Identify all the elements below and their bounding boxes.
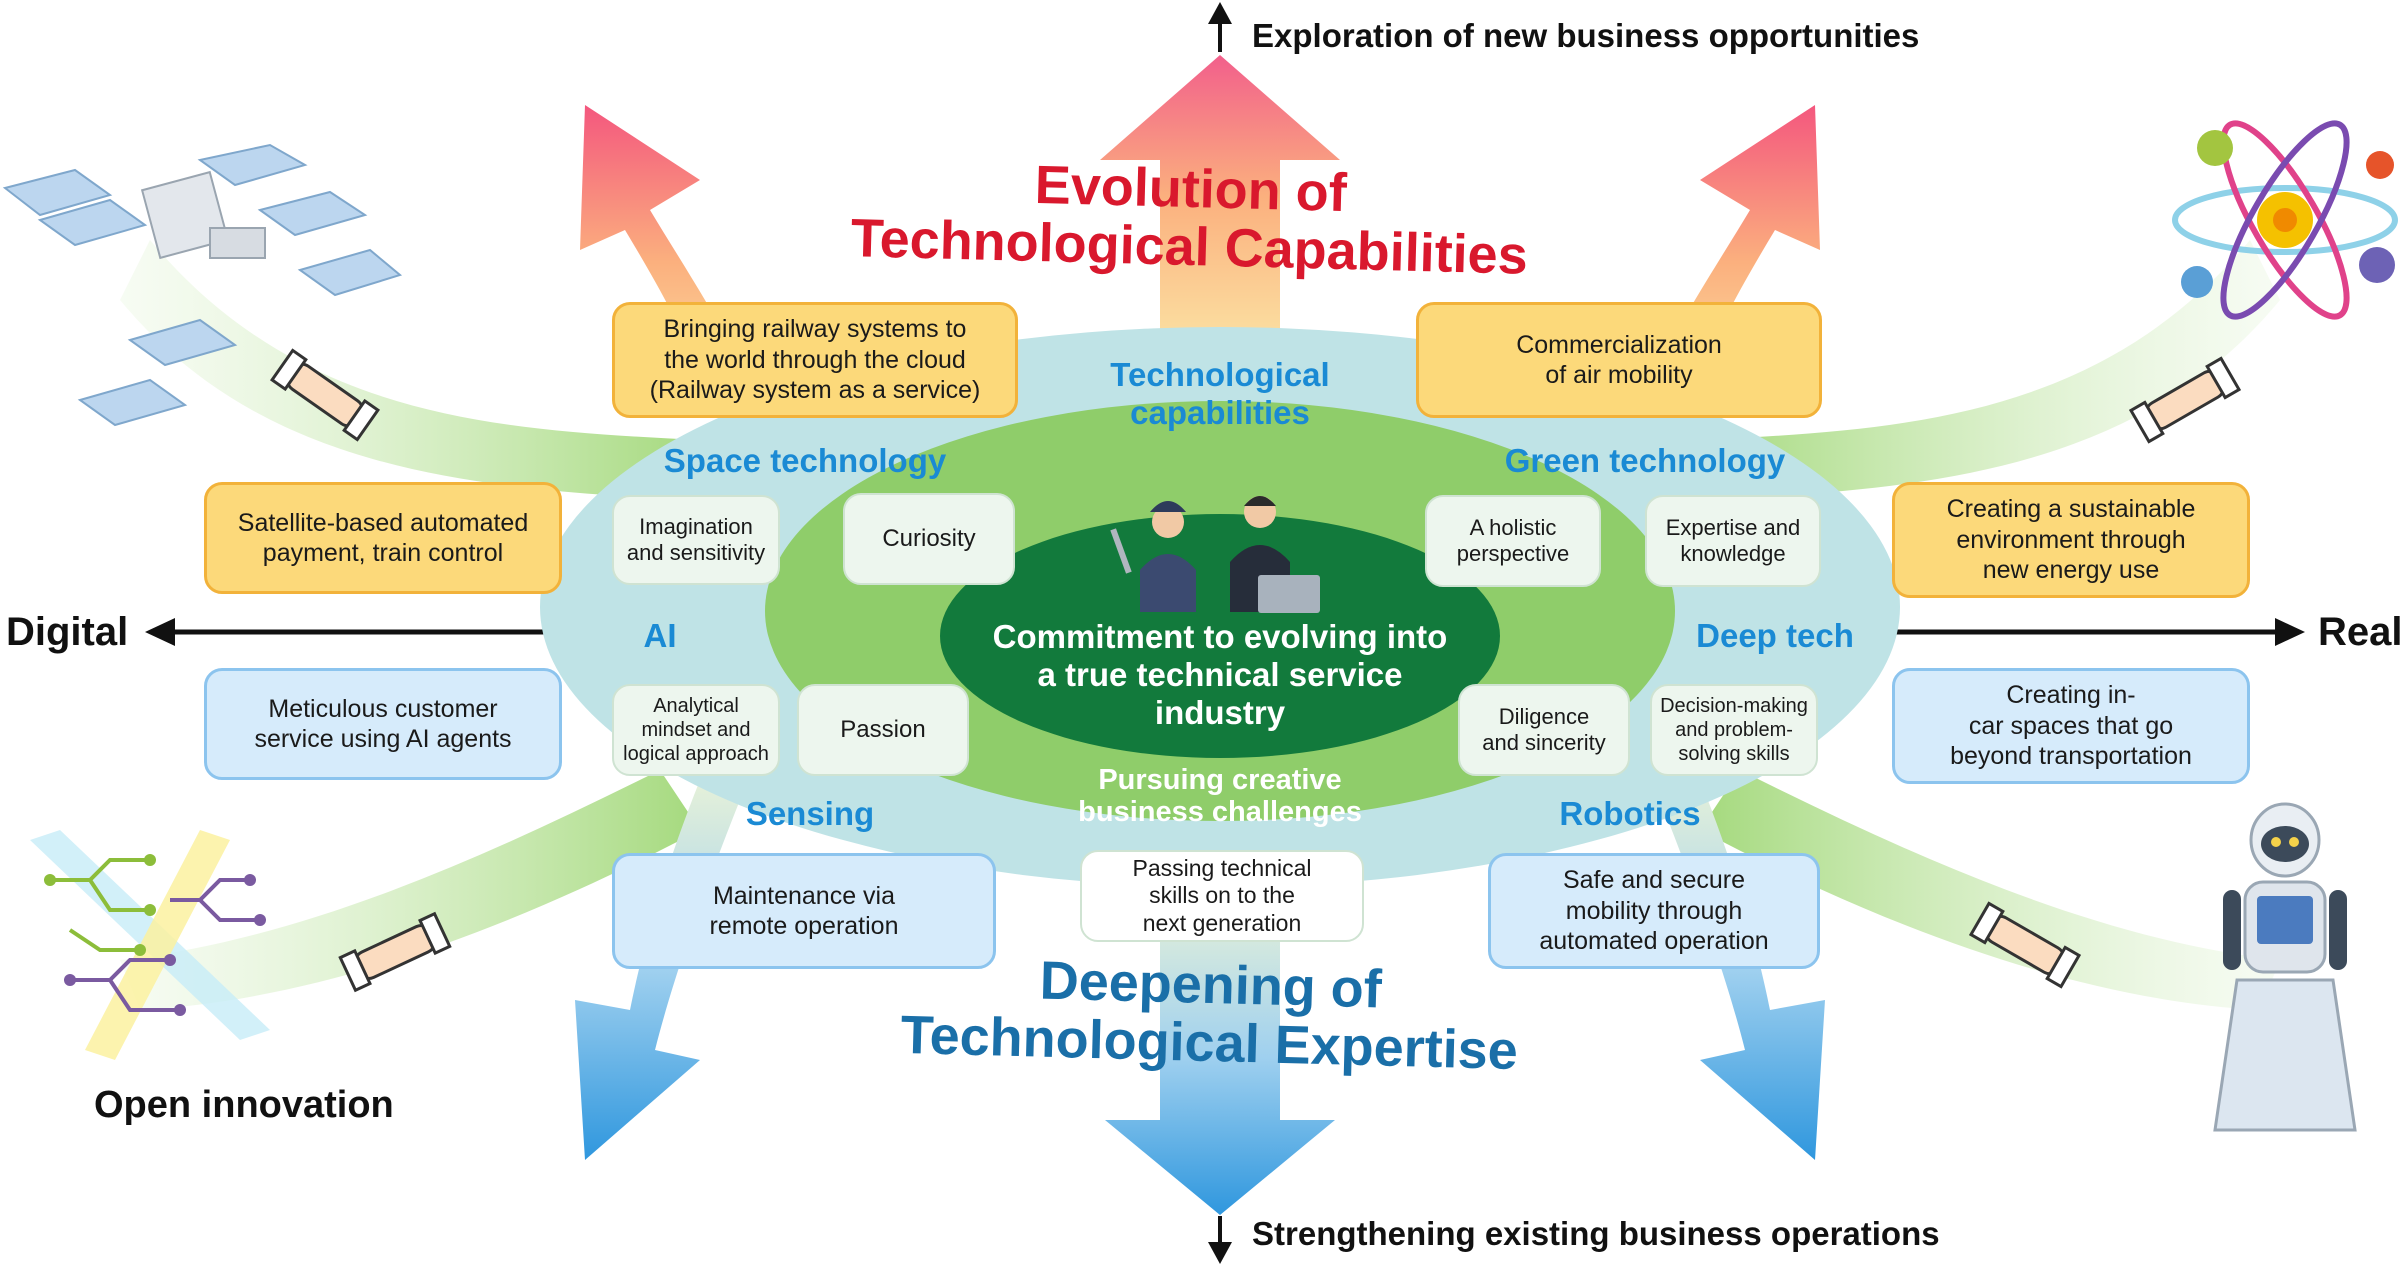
mindset-passion: Passion [797, 684, 969, 776]
engineer-icon [1110, 501, 1196, 612]
space-station-icon [2, 143, 403, 427]
tech-ai: AI [643, 617, 677, 654]
handshake-icon [2128, 356, 2242, 444]
tech-robotics: Robotics [1559, 795, 1701, 832]
innovation-band-top-left [120, 240, 700, 500]
mindset-curiosity: Curiosity [843, 493, 1015, 585]
core-commitment-text: Commitment to evolving into a true techn… [992, 618, 1448, 731]
handshake-icon [338, 911, 452, 993]
mindset-analytical: Analytical mindset and logical approach [612, 684, 780, 776]
axis-label-right: Real [2318, 610, 2400, 654]
tech-space: Space technology [663, 442, 947, 479]
headline-evolution: Evolution of Technological Capabilities [849, 154, 1529, 287]
core-ellipse-commitment [940, 514, 1500, 758]
axis-label-top: Exploration of new business opportunitie… [1252, 17, 1920, 54]
initiative-maintenance: Maintenance via remote operation [612, 853, 996, 969]
mindset-imagination: Imagination and sensitivity [612, 495, 780, 585]
atom-icon [2172, 120, 2398, 320]
axis-arrowhead-bottom [1208, 1242, 1232, 1264]
open-innovation-label: Open innovation [94, 1084, 394, 1126]
outer-ring-title: Technological capabilities [1110, 356, 1330, 431]
arrow-up-center [1100, 55, 1340, 370]
initiative-satellite: Satellite-based automated payment, train… [204, 482, 562, 594]
initiative-ai-agents: Meticulous customer service using AI age… [204, 668, 562, 780]
network-circuit-icon [30, 830, 270, 1060]
initiative-safe-mobility: Safe and secure mobility through automat… [1488, 853, 1820, 969]
mindset-decision: Decision-making and problem- solving ski… [1650, 684, 1818, 776]
innovation-band-bottom-right [1700, 770, 2280, 1010]
axis-label-bottom: Strengthening existing business operatio… [1252, 1215, 1940, 1252]
axis-arrowhead-right [2275, 618, 2305, 646]
passing-skills: Passing technical skills on to the next … [1080, 850, 1364, 942]
robot-icon [2213, 802, 2357, 1132]
handshake-icon [269, 348, 381, 442]
initiative-energy: Creating a sustainable environment throu… [1892, 482, 2250, 598]
handshake-icon [1968, 901, 2082, 989]
innovation-band-top-right [1700, 240, 2280, 500]
axis-arrowhead-top [1208, 2, 1232, 24]
tech-green: Green technology [1504, 442, 1786, 479]
mindset-expertise: Expertise and knowledge [1645, 495, 1821, 587]
initiative-in-car: Creating in- car spaces that go beyond t… [1892, 668, 2250, 784]
tech-sensing: Sensing [745, 795, 875, 832]
mindset-diligence: Diligence and sincerity [1458, 684, 1630, 776]
mindset-holistic: A holistic perspective [1425, 495, 1601, 587]
axis-arrowhead-left [145, 618, 175, 646]
inner-ring-text: Pursuing creative business challenges [1078, 764, 1362, 828]
initiative-railway-cloud: Bringing railway systems to the world th… [612, 302, 1018, 418]
businessperson-icon [1230, 496, 1320, 613]
tech-deep: Deep tech [1696, 617, 1854, 654]
axis-label-left: Digital [6, 610, 129, 654]
initiative-air-mobility: Commercialization of air mobility [1416, 302, 1822, 418]
arrow-down-center [1105, 900, 1335, 1215]
innovation-band-bottom-left [120, 770, 700, 1010]
